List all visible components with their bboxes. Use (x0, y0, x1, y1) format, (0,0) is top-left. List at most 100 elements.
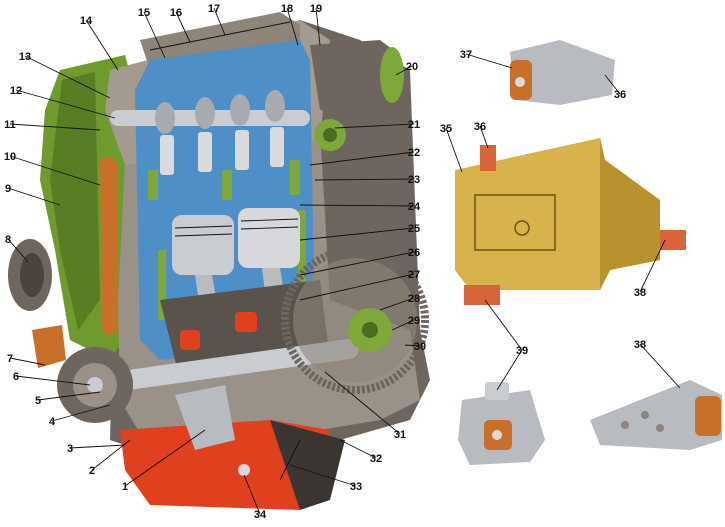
engine-illustration (8, 12, 430, 510)
callout-leader (395, 65, 413, 76)
callout-number: 28 (408, 293, 420, 305)
engine-mount-lower-right (590, 380, 722, 450)
counterweight (180, 330, 200, 350)
cam-lobe (155, 102, 175, 134)
engine-support-bracket (175, 385, 235, 450)
mount-bushing (492, 430, 502, 440)
mount-stud (485, 382, 509, 400)
callout-number: 38 (634, 339, 646, 351)
mount-bracket (510, 40, 615, 105)
callout-leader (299, 273, 415, 301)
callout-leader (479, 125, 489, 149)
callout-leader (639, 239, 666, 293)
callout-number: 11 (4, 119, 16, 131)
callout-leader (404, 344, 421, 347)
callout-leader (299, 227, 415, 241)
transmission-housing-shade (600, 138, 660, 290)
callout-number: 3 (67, 443, 73, 455)
callout-leader (85, 19, 119, 71)
callout-leader (243, 474, 261, 515)
callout-leader (639, 343, 681, 389)
callout-number: 9 (5, 183, 11, 195)
crankshaft (111, 338, 359, 392)
callout-leader (379, 297, 415, 311)
callout-leader (9, 155, 101, 186)
mount-bushing (515, 77, 525, 87)
callout-number: 26 (408, 247, 420, 259)
callout-leader (465, 53, 513, 69)
callout-leader (7, 238, 29, 263)
mount-bracket (590, 380, 722, 450)
callout-number: 2 (89, 465, 95, 477)
water-pump-face (20, 253, 44, 297)
mount-bolt-top (480, 145, 496, 171)
callout-number: 34 (254, 509, 267, 521)
engine-mount-lower-left (458, 382, 545, 465)
callout-leader (334, 123, 415, 129)
callout-number: 7 (7, 353, 13, 365)
callout-leader (15, 89, 116, 119)
callout-leader (143, 11, 166, 59)
callout-leader (15, 375, 91, 386)
callout-leader (299, 204, 415, 207)
callout-number: 36 (474, 121, 486, 133)
cam-lobe (265, 90, 285, 122)
callout-number: 25 (408, 223, 420, 235)
callout-leader (9, 357, 46, 366)
callout-number: 37 (460, 49, 472, 61)
callout-leader (289, 464, 357, 487)
cam-lobe (195, 97, 215, 129)
callout-leader (604, 74, 621, 95)
mount-hole (656, 424, 664, 432)
distributor-cap (380, 47, 404, 103)
oil-dipstick (279, 439, 301, 481)
coolant-passage (222, 170, 232, 200)
piston-ring (174, 218, 299, 237)
callout-leader (309, 151, 415, 166)
callout-leader (445, 127, 463, 173)
timing-cover-shade (50, 72, 100, 330)
callout-number: 10 (4, 151, 16, 163)
piston-left (172, 215, 234, 275)
flywheel-ring-gear (281, 246, 429, 394)
callout-number: 35 (440, 123, 452, 135)
callout-leader (299, 251, 415, 276)
coolant-passage (290, 160, 300, 195)
crankshaft-pulley-hub (87, 377, 103, 393)
mount-bolt-right (660, 230, 686, 250)
mount-bolt-bottom (464, 285, 500, 305)
callout-number: 5 (35, 395, 41, 407)
callout-leader (7, 187, 61, 206)
transmission-mount-assembly (455, 138, 686, 305)
pistons (172, 208, 300, 275)
piston-right (238, 208, 300, 268)
callout-number: 15 (138, 7, 150, 19)
cam-lobes (155, 90, 285, 134)
coolant-jacket (148, 160, 306, 320)
transmission-access-plate (474, 194, 556, 251)
cam-lobe (230, 94, 250, 126)
mount-hole (621, 421, 629, 429)
callout-number: 36 (614, 89, 626, 101)
callout-leader (286, 7, 299, 46)
oil-pan-shade (270, 420, 345, 510)
callout-number: 13 (19, 51, 31, 63)
callout-number: 30 (414, 341, 426, 353)
callout-number: 18 (281, 3, 293, 15)
callout-leader (9, 123, 101, 131)
callout-number: 27 (408, 269, 420, 281)
valve-springs (160, 127, 284, 175)
counterweight (235, 312, 257, 332)
callout-leader (391, 319, 415, 331)
coolant-passage (298, 210, 306, 300)
callout-number: 6 (13, 371, 19, 383)
callout-number: 4 (49, 416, 56, 428)
callout-leader (175, 11, 191, 43)
callout-leader (339, 439, 377, 459)
valve-spring (198, 132, 212, 172)
callout-leader (51, 404, 111, 422)
callout-leader (484, 299, 523, 351)
callout-number: 22 (408, 147, 420, 159)
callout-number: 19 (310, 3, 322, 15)
